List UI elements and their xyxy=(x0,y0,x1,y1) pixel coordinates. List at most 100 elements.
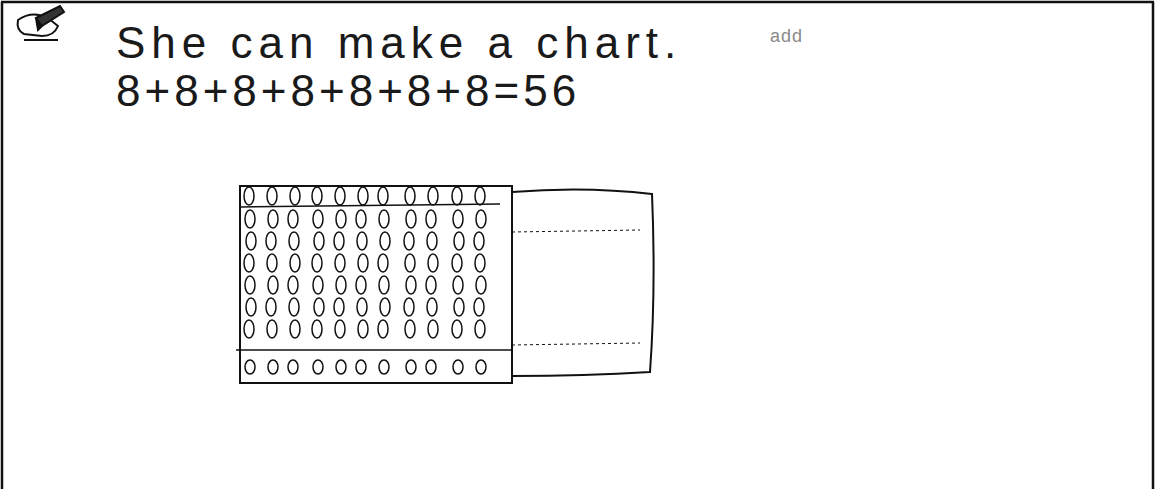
oval-dot xyxy=(476,360,486,374)
oval-dot xyxy=(244,254,254,272)
oval-dot xyxy=(404,298,414,316)
oval-dot xyxy=(245,276,255,294)
pencil xyxy=(36,6,64,26)
oval-dot xyxy=(358,254,368,272)
oval-dot xyxy=(406,360,416,374)
oval-dot xyxy=(244,320,254,338)
oval-dot xyxy=(266,298,276,316)
oval-dot xyxy=(475,187,485,205)
oval-dot xyxy=(268,210,278,228)
oval-dot xyxy=(474,298,484,316)
oval-dot xyxy=(288,210,298,228)
oval-dot xyxy=(379,360,389,374)
oval-dot xyxy=(405,187,415,205)
oval-dot xyxy=(378,320,388,338)
oval-dot xyxy=(426,360,436,374)
oval-dot xyxy=(427,298,437,316)
oval-dot xyxy=(454,298,464,316)
oval-dot xyxy=(313,210,323,228)
oval-dot xyxy=(334,232,344,250)
oval-dot xyxy=(267,254,277,272)
pencil-tip xyxy=(36,18,42,30)
oval-dot xyxy=(336,276,346,294)
faint-line xyxy=(512,230,640,232)
oval-dot xyxy=(289,298,299,316)
oval-dot xyxy=(405,320,415,338)
oval-dot xyxy=(246,298,256,316)
oval-dot xyxy=(356,276,366,294)
oval-dot xyxy=(245,360,255,374)
oval-dot xyxy=(406,210,416,228)
hand-base xyxy=(24,39,58,41)
oval-dot xyxy=(475,320,485,338)
oval-dot xyxy=(335,320,345,338)
oval-dot xyxy=(313,276,323,294)
oval-dot xyxy=(314,298,324,316)
oval-dot xyxy=(244,187,254,205)
empty-chart xyxy=(512,189,654,376)
oval-dots xyxy=(244,187,486,374)
oval-dot xyxy=(268,360,278,374)
oval-dot xyxy=(428,320,438,338)
oval-dot xyxy=(356,360,366,374)
frame-left xyxy=(1,2,4,489)
oval-dot xyxy=(452,187,462,205)
oval-dot xyxy=(475,254,485,272)
oval-dot xyxy=(290,254,300,272)
oval-dot xyxy=(357,232,367,250)
oval-dot xyxy=(358,320,368,338)
filled-chart xyxy=(240,186,512,383)
oval-dot xyxy=(453,210,463,228)
oval-dot xyxy=(336,210,346,228)
oval-dot xyxy=(406,276,416,294)
oval-dot xyxy=(289,232,299,250)
oval-dot xyxy=(335,254,345,272)
oval-dot xyxy=(336,360,346,374)
oval-dot xyxy=(453,276,463,294)
frame-right xyxy=(1152,2,1155,489)
oval-dot xyxy=(288,276,298,294)
oval-dot xyxy=(312,320,322,338)
oval-dot xyxy=(380,298,390,316)
oval-dot xyxy=(379,276,389,294)
oval-dot xyxy=(405,254,415,272)
oval-dot xyxy=(428,187,438,205)
oval-dot xyxy=(290,320,300,338)
oval-dot xyxy=(334,298,344,316)
oval-dot xyxy=(428,254,438,272)
faint-note: add xyxy=(770,26,803,47)
oval-dot xyxy=(452,254,462,272)
oval-dot xyxy=(266,232,276,250)
oval-dot xyxy=(314,232,324,250)
oval-dot xyxy=(313,360,323,374)
oval-dot xyxy=(358,187,368,205)
oval-dot xyxy=(426,276,436,294)
oval-dot xyxy=(312,187,322,205)
chart-drawing xyxy=(236,186,654,383)
pencil-icon xyxy=(18,6,64,40)
row-line xyxy=(236,349,512,351)
oval-dot xyxy=(378,187,388,205)
oval-dot xyxy=(312,254,322,272)
faint-line xyxy=(512,343,640,345)
oval-dot xyxy=(474,232,484,250)
oval-dot xyxy=(356,210,366,228)
oval-dot xyxy=(335,187,345,205)
oval-dot xyxy=(378,254,388,272)
oval-dot xyxy=(380,232,390,250)
oval-dot xyxy=(426,210,436,228)
oval-dot xyxy=(245,210,255,228)
oval-dot xyxy=(427,232,437,250)
answer-sentence: She can make a chart. xyxy=(116,18,682,68)
oval-dot xyxy=(246,232,256,250)
oval-dot xyxy=(453,360,463,374)
oval-dot xyxy=(267,320,277,338)
oval-dot xyxy=(476,276,486,294)
row-line xyxy=(240,204,500,207)
oval-dot xyxy=(404,232,414,250)
oval-dot xyxy=(268,276,278,294)
oval-dot xyxy=(288,360,298,374)
frame-top xyxy=(1,1,1154,4)
